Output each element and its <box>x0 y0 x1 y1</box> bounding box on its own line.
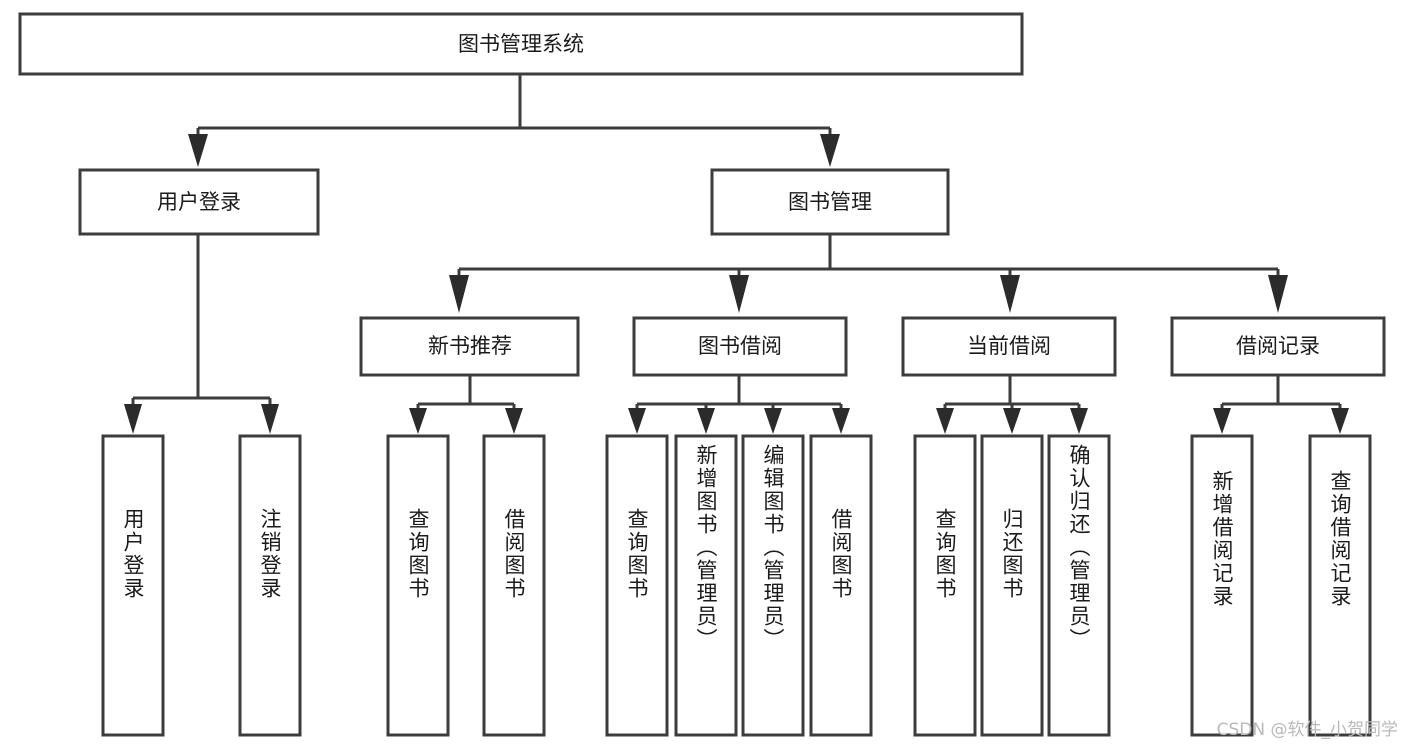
node-book-manage-box[interactable] <box>710 168 950 236</box>
arrowhead-leaf-edit-book <box>764 408 782 434</box>
node-leaf-add-book-label: 新增图书（管理员） <box>694 444 718 651</box>
arrowhead-leaf-borrow-book-2 <box>832 408 850 434</box>
node-leaf-borrow-book-2-box[interactable] <box>809 434 873 737</box>
arrowhead-leaf-add-record <box>1213 408 1231 434</box>
node-borrow-record-label: 借阅记录 <box>1236 334 1320 358</box>
node-leaf-borrow-book-1[interactable]: 借阅图书 <box>482 434 546 737</box>
node-leaf-user-login-label: 用户登录 <box>121 508 145 600</box>
arrowhead-book-borrow <box>729 275 749 313</box>
csdn-watermark: CSDN @软件_小贺同学 <box>1217 720 1398 740</box>
node-leaf-logout-login-box[interactable] <box>238 434 302 737</box>
node-leaf-borrow-book-2[interactable]: 借阅图书 <box>809 434 873 737</box>
connector-book-manage-to-level3 <box>449 234 1288 313</box>
node-leaf-query-book-1-label: 查询图书 <box>406 508 430 600</box>
node-leaf-query-book-2-label: 查询图书 <box>625 508 649 600</box>
node-borrow-record-box[interactable] <box>1170 316 1386 377</box>
node-root[interactable]: 图书管理系统 <box>18 12 1024 76</box>
node-leaf-query-record-label: 查询借阅记录 <box>1328 470 1352 608</box>
node-book-borrow-label: 图书借阅 <box>698 334 782 358</box>
node-leaf-logout-login[interactable]: 注销登录 <box>238 434 302 737</box>
arrowhead-leaf-query-book-1 <box>409 408 427 434</box>
node-leaf-query-record-box[interactable] <box>1308 434 1372 737</box>
arrowhead-borrow-record <box>1268 275 1288 313</box>
arrowhead-leaf-add-book <box>697 408 715 434</box>
connector-book-borrow-to-leaves <box>628 375 850 434</box>
node-leaf-edit-book[interactable]: 编辑图书（管理员） <box>741 434 805 737</box>
node-leaf-query-book-1[interactable]: 查询图书 <box>386 434 450 737</box>
connector-root-to-level2 <box>188 75 840 167</box>
arrowhead-current-borrow <box>1000 275 1020 313</box>
node-leaf-borrow-book-2-label: 借阅图书 <box>829 508 853 600</box>
node-leaf-query-book-3-label: 查询图书 <box>933 508 957 600</box>
node-leaf-query-book-3[interactable]: 查询图书 <box>913 434 977 737</box>
node-root-label: 图书管理系统 <box>458 32 584 56</box>
arrowhead-leaf-borrow-book-1 <box>505 408 523 434</box>
arrowhead-leaf-query-book-3 <box>936 408 954 434</box>
node-book-manage-label: 图书管理 <box>788 190 872 214</box>
node-leaf-user-login[interactable]: 用户登录 <box>101 434 165 737</box>
node-leaf-query-record[interactable]: 查询借阅记录 <box>1308 434 1372 737</box>
node-leaf-query-book-2[interactable]: 查询图书 <box>605 434 669 737</box>
node-book-borrow-box[interactable] <box>632 316 848 377</box>
node-current-borrow-box[interactable] <box>901 316 1117 377</box>
arrowhead-leaf-confirm-return <box>1070 408 1088 434</box>
node-leaf-add-record-box[interactable] <box>1190 434 1254 737</box>
arrowhead-leaf-query-record <box>1331 408 1349 434</box>
connector-current-borrow-to-leaves <box>936 375 1088 434</box>
node-leaf-edit-book-box[interactable] <box>741 434 805 737</box>
connector-user-login-to-leaves <box>124 234 279 434</box>
node-leaf-return-book-label: 归还图书 <box>1000 508 1024 600</box>
node-leaf-confirm-return[interactable]: 确认归还（管理员） <box>1047 434 1111 737</box>
node-leaf-add-record[interactable]: 新增借阅记录 <box>1190 434 1254 737</box>
connector-new-book-rec-to-leaves <box>409 375 523 434</box>
node-leaf-query-book-1-box[interactable] <box>386 434 450 737</box>
node-leaf-query-book-3-box[interactable] <box>913 434 977 737</box>
node-current-borrow[interactable]: 当前借阅 <box>901 316 1117 377</box>
arrowhead-leaf-query-book-2 <box>628 408 646 434</box>
arrowhead-user-login <box>188 134 208 167</box>
node-user-login-box[interactable] <box>78 168 320 236</box>
node-current-borrow-label: 当前借阅 <box>967 334 1051 358</box>
node-leaf-user-login-box[interactable] <box>101 434 165 737</box>
node-leaf-confirm-return-label: 确认归还（管理员） <box>1067 444 1091 651</box>
node-leaf-add-book-box[interactable] <box>674 434 738 737</box>
node-leaf-borrow-book-1-label: 借阅图书 <box>502 508 526 600</box>
node-leaf-return-book[interactable]: 归还图书 <box>980 434 1044 737</box>
node-leaf-logout-login-label: 注销登录 <box>258 508 282 600</box>
node-leaf-query-book-2-box[interactable] <box>605 434 669 737</box>
node-leaf-add-book[interactable]: 新增图书（管理员） <box>674 434 738 737</box>
node-user-login[interactable]: 用户登录 <box>78 168 320 236</box>
connector-borrow-record-to-leaves <box>1213 375 1349 434</box>
node-leaf-return-book-box[interactable] <box>980 434 1044 737</box>
node-book-manage[interactable]: 图书管理 <box>710 168 950 236</box>
arrowhead-new-book-rec <box>449 275 469 313</box>
node-leaf-borrow-book-1-box[interactable] <box>482 434 546 737</box>
node-new-book-rec[interactable]: 新书推荐 <box>359 316 580 377</box>
arrowhead-leaf-logout-login <box>261 404 279 434</box>
node-book-borrow[interactable]: 图书借阅 <box>632 316 848 377</box>
arrowhead-book-manage <box>820 134 840 167</box>
node-leaf-confirm-return-box[interactable] <box>1047 434 1111 737</box>
node-leaf-add-record-label: 新增借阅记录 <box>1210 470 1234 608</box>
node-root-box[interactable] <box>18 12 1024 76</box>
node-leaf-edit-book-label: 编辑图书（管理员） <box>761 444 785 651</box>
arrowhead-leaf-user-login <box>124 404 142 434</box>
node-new-book-rec-box[interactable] <box>359 316 580 377</box>
node-borrow-record[interactable]: 借阅记录 <box>1170 316 1386 377</box>
arrowhead-leaf-return-book <box>1003 408 1021 434</box>
node-new-book-rec-label: 新书推荐 <box>428 334 512 358</box>
node-user-login-label: 用户登录 <box>157 190 241 214</box>
